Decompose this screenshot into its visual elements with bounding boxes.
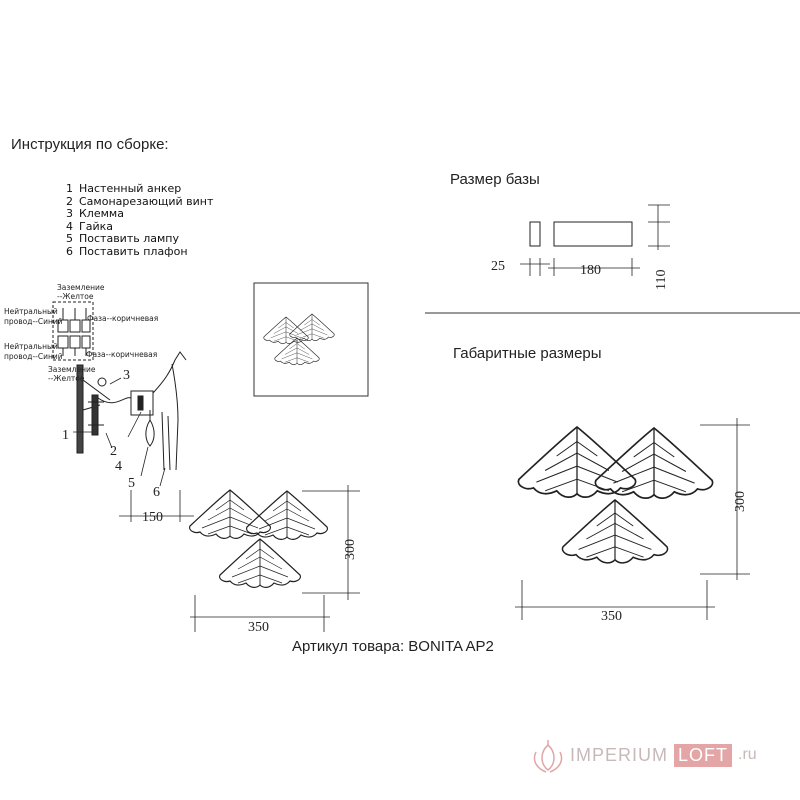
wiring-ground-bottom-label: Заземление <box>48 365 96 374</box>
side-width-value: 350 <box>248 620 269 635</box>
wall-anchor <box>91 394 99 436</box>
overall-size-title: Габаритные размеры <box>453 345 602 362</box>
callout-6: 6 <box>153 485 160 500</box>
overall-height-value: 300 <box>733 491 748 512</box>
callout-3: 3 <box>123 368 130 383</box>
product-preview <box>253 282 369 397</box>
base-height-value: 110 <box>654 270 669 290</box>
callout-5: 5 <box>128 476 135 491</box>
base-depth-value: 25 <box>491 259 505 274</box>
overall-front-view <box>515 418 750 620</box>
callout-4: 4 <box>115 459 122 474</box>
base-front-view <box>553 221 633 247</box>
side-depth-value: 150 <box>142 510 163 525</box>
wall <box>76 364 84 454</box>
lamp-bulb <box>145 419 155 447</box>
front-view-left <box>189 485 360 632</box>
wiring-phase-label: Фаза--коричневая <box>87 314 158 323</box>
base-size-drawing <box>520 204 670 276</box>
wiring-ground-top-label: Заземление <box>57 283 105 292</box>
side-height-value: 300 <box>343 539 358 560</box>
wiring-ground-bottom-label-2: --Желтое <box>48 374 85 383</box>
callout-1: 1 <box>62 428 69 443</box>
wiring-neutral-label-3: Нейтральный <box>4 342 58 351</box>
watermark-brand: IMPERIUM <box>570 744 668 765</box>
watermark-loft: LOFT <box>674 743 733 767</box>
wiring-neutral-label-4: провод--Синий <box>4 352 63 361</box>
wiring-neutral-label: Нейтральный <box>4 307 58 316</box>
assembly-title: Инструкция по сборке: <box>11 136 169 153</box>
mounting-diagram <box>52 301 194 522</box>
wiring-phase-label-2: Фаза--коричневая <box>86 350 157 359</box>
terminal-clamp <box>97 377 107 387</box>
article-label: Артикул товара: BONITA AP2 <box>292 638 494 655</box>
watermark-tld: .ru <box>738 746 757 763</box>
callout-2: 2 <box>110 444 117 459</box>
terminal-block <box>52 301 94 361</box>
wiring-ground-top-label-2: --Желтое <box>57 292 94 301</box>
wiring-neutral-label-2: провод--Синий <box>4 317 63 326</box>
base-size-title: Размер базы <box>450 171 540 188</box>
watermark: IMPERIUM LOFT .ru <box>570 738 757 772</box>
base-width-value: 180 <box>580 263 601 278</box>
overall-width-value: 350 <box>601 609 622 624</box>
base-side-view <box>529 221 541 247</box>
watermark-logo-icon <box>533 740 563 773</box>
